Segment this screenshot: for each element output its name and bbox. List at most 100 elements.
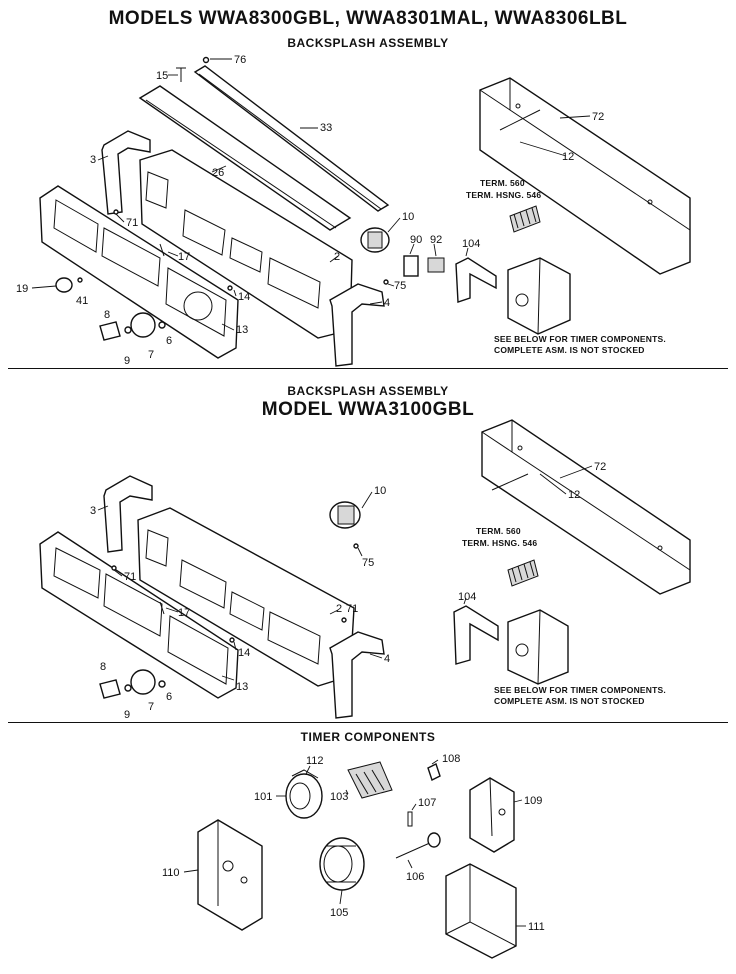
callout-4: 4: [384, 297, 390, 309]
term-label-1b: TERM. 560: [476, 526, 521, 536]
dial-7b: [130, 669, 156, 695]
screw-75: [383, 279, 389, 285]
callout-3: 3: [90, 154, 96, 166]
spring-6: [158, 321, 166, 329]
divider-1: [8, 368, 728, 369]
callout-2b: 2: [336, 603, 342, 615]
timer-assembly: [507, 257, 571, 335]
callout-14: 14: [238, 291, 250, 303]
callout-90: 90: [410, 234, 422, 246]
callout-71b: 71: [124, 571, 136, 583]
washer-9b: [124, 684, 132, 692]
bracket-109: [469, 777, 515, 853]
callout-104b: 104: [458, 591, 476, 603]
note-line-1: SEE BELOW FOR TIMER COMPONENTS.: [494, 334, 666, 344]
end-cap-4b: [329, 631, 385, 719]
section2-subtitle: BACKSPLASH ASSEMBLY: [287, 384, 449, 398]
front-panel-13b: [39, 531, 239, 699]
divider-2: [8, 722, 728, 723]
note-line-1b: SEE BELOW FOR TIMER COMPONENTS.: [494, 685, 666, 695]
callout-9: 9: [124, 355, 130, 367]
callout-112: 112: [306, 755, 324, 767]
callout-7b: 7: [148, 701, 154, 713]
callout-103: 103: [330, 791, 348, 803]
callout-110: 110: [162, 867, 180, 879]
note-line-2b: COMPLETE ASM. IS NOT STOCKED: [494, 696, 645, 706]
rear-cabinet-72b: [481, 419, 691, 595]
callout-71c: 71: [346, 603, 358, 615]
callout-104: 104: [462, 238, 480, 250]
bracket-104: [455, 257, 497, 303]
trim-strip-33: [193, 65, 390, 212]
screw-71: [113, 209, 119, 215]
top-rail-26: [138, 85, 352, 231]
term-label-2: TERM. HSNG. 546: [466, 190, 541, 200]
knob-8: [99, 321, 121, 341]
callout-108: 108: [442, 753, 460, 765]
knob-19: [55, 277, 73, 293]
callout-19: 19: [16, 283, 28, 295]
callout-75: 75: [394, 280, 406, 292]
section2-drawing: 72 12 3 10 75 71 2 71 17 104 14 4 8 13 9…: [39, 419, 691, 721]
callout-13: 13: [236, 324, 248, 336]
timer-assembly-b: [507, 609, 569, 685]
screw-71b: [111, 565, 117, 571]
knob-8b: [99, 679, 121, 699]
dial-7: [130, 312, 156, 338]
screw-14b: [229, 637, 235, 643]
callout-14b: 14: [238, 647, 250, 659]
section2-title: MODEL WWA3100GBL: [261, 399, 475, 420]
callout-72b: 72: [594, 461, 606, 473]
connector-103: [347, 761, 393, 799]
callout-10b: 10: [374, 485, 386, 497]
callout-7: 7: [148, 349, 154, 361]
callout-71: 71: [126, 217, 138, 229]
terminal-block: [509, 205, 541, 233]
cover-111: [445, 863, 517, 959]
callout-13b: 13: [236, 681, 248, 693]
callout-12: 12: [562, 151, 574, 163]
shaft-106: [395, 832, 441, 859]
screw-75b: [353, 543, 359, 549]
frame-110: [197, 819, 263, 931]
bracket-104b: [453, 605, 499, 665]
callout-15: 15: [156, 70, 168, 82]
end-cap-3: [101, 130, 151, 215]
switch-10b: [329, 501, 361, 529]
leader-lines-2: [97, 465, 593, 681]
callout-9b: 9: [124, 709, 130, 721]
section1-title: MODELS WWA8300GBL, WWA8301MAL, WWA8306LB…: [108, 8, 628, 29]
callout-3b: 3: [90, 505, 96, 517]
callout-6: 6: [166, 335, 172, 347]
callout-75b: 75: [362, 557, 374, 569]
callout-111: 111: [528, 921, 545, 933]
callout-4b: 4: [384, 653, 390, 665]
term-label-1: TERM. 560: [480, 178, 525, 188]
leader-lines-1: [31, 58, 591, 331]
callout-8b: 8: [100, 661, 106, 673]
note-line-2: COMPLETE ASM. IS NOT STOCKED: [494, 345, 645, 355]
leader-lines-3: [183, 759, 526, 927]
terminal-block-b: [507, 559, 539, 587]
section1-drawing: 76 15 33 72 3 26 12 10 90 92 104 71 17 2…: [16, 54, 691, 367]
callout-26: 26: [212, 167, 224, 179]
screw-14: [227, 285, 233, 291]
end-cap-4: [329, 283, 385, 367]
callout-76: 76: [234, 54, 246, 66]
cam-drum-105: [319, 837, 365, 891]
bracket-90: [403, 255, 419, 277]
spring-6b: [158, 680, 166, 688]
section1-subtitle: BACKSPLASH ASSEMBLY: [287, 36, 449, 50]
screw-15: [176, 67, 186, 82]
callout-12b: 12: [568, 489, 580, 501]
callout-109: 109: [524, 795, 542, 807]
section3-drawing: 112 108 101 103 107 109 110 106 105 111: [162, 753, 545, 959]
screw-71c: [341, 617, 347, 623]
callout-41: 41: [76, 295, 88, 307]
screw-41: [77, 277, 83, 283]
callout-92: 92: [430, 234, 442, 246]
washer-9: [124, 326, 132, 334]
callout-106: 106: [406, 871, 424, 883]
callout-8: 8: [104, 309, 110, 321]
